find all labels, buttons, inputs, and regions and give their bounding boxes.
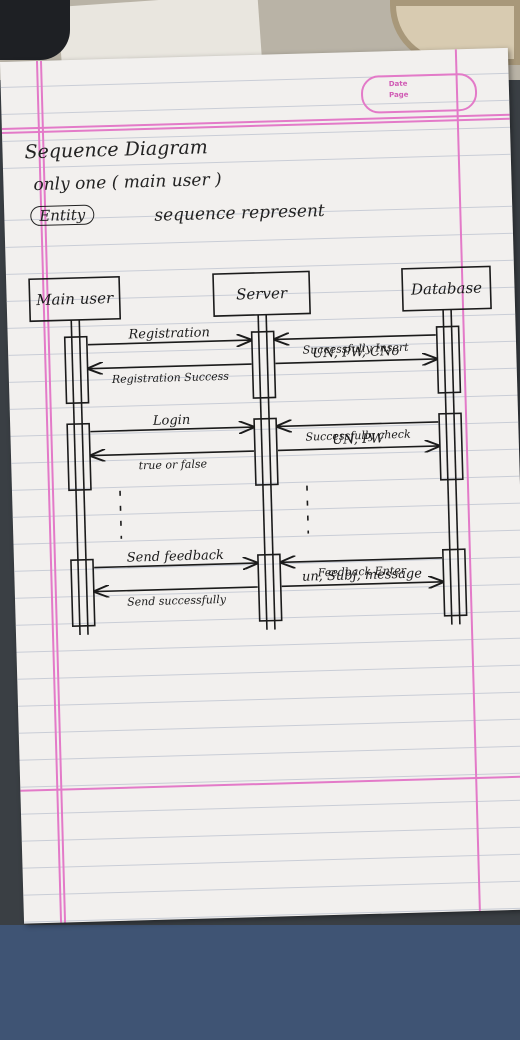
lifeline-label-database: Database [410, 279, 483, 299]
activation-main-user-3 [71, 560, 95, 627]
message-label-12: Send successfully [127, 593, 227, 609]
message-arrow-11 [281, 558, 442, 562]
message-arrow-3 [275, 335, 436, 339]
lifeline-main-user-b [79, 320, 88, 635]
message-label-8: true or false [138, 457, 207, 472]
lifeline-database [443, 310, 452, 625]
jeans-background [0, 925, 520, 1040]
message-label-9: Send feedback [127, 548, 225, 566]
message-label-11: Feedback Enter [317, 564, 407, 580]
activation-server-1 [252, 331, 276, 398]
lifeline-main-user [71, 320, 80, 635]
message-label-7: Successfully check [305, 428, 411, 444]
activation-server-3 [258, 554, 282, 621]
activation-server-2 [254, 418, 278, 485]
lifeline-database-b [451, 310, 460, 625]
lifeline-label-main-user: Main user [35, 289, 114, 309]
message-label-4: Registration Success [111, 370, 230, 386]
continuation-mark-1 [120, 491, 121, 539]
message-arrow-4 [89, 364, 252, 369]
activation-main-user-2 [67, 424, 91, 491]
message-label-1: Registration [127, 325, 210, 342]
lifeline-server-b [266, 315, 275, 630]
continuation-mark-2 [307, 486, 308, 534]
sequence-diagram: Main userServerDatabase RegistrationUN, … [0, 48, 520, 924]
notebook-page: Date Page Sequence Diagram only one ( ma… [0, 48, 520, 924]
activation-database-3 [443, 549, 467, 616]
message-arrow-8 [91, 451, 254, 456]
message-arrow-12 [95, 587, 258, 592]
dark-object [0, 0, 70, 60]
activation-database-2 [439, 413, 463, 480]
lifeline-server [258, 315, 267, 630]
message-arrow-7 [277, 422, 438, 426]
activation-main-user-1 [65, 337, 89, 404]
activation-database-1 [437, 326, 461, 393]
message-label-5: Login [152, 413, 191, 429]
lifeline-label-server: Server [236, 284, 288, 303]
